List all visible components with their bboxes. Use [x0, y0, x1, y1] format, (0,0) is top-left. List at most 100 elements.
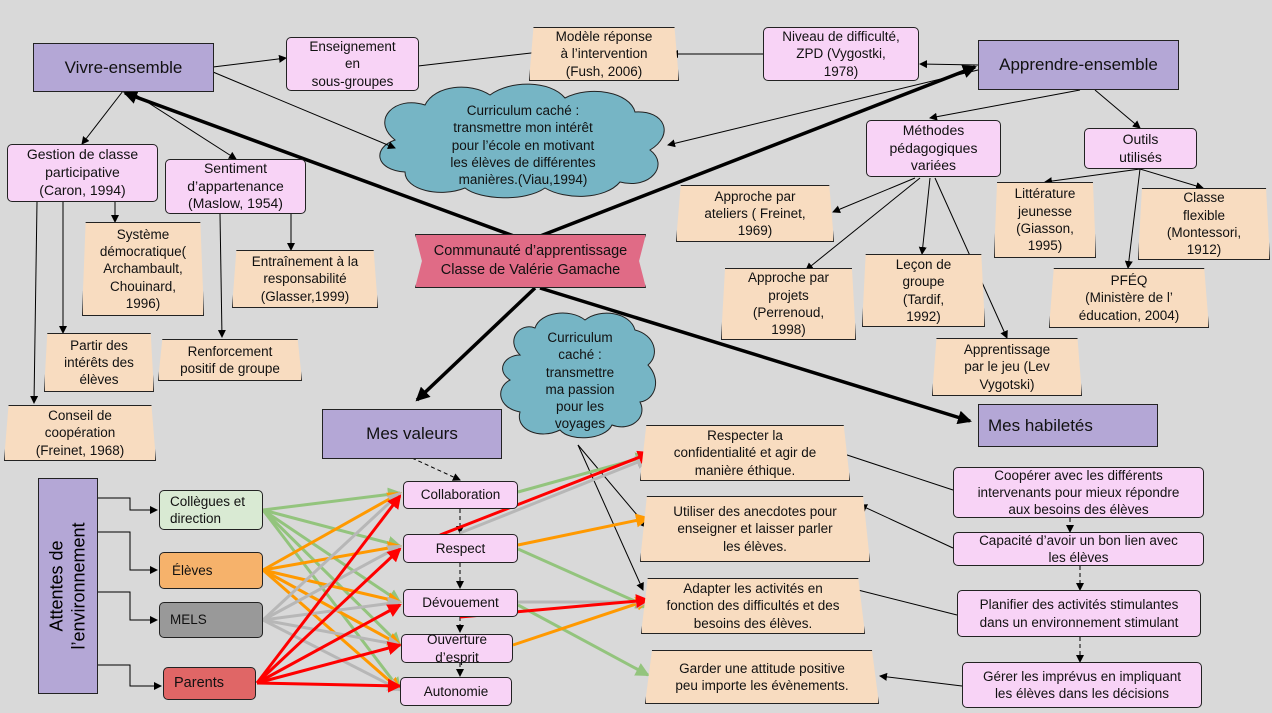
red-edge-6 [439, 450, 652, 537]
edge-methodes-projets [805, 177, 921, 271]
action-respecter: Respecter la confidentialité et agir de … [640, 425, 850, 481]
edge-vivre-curriculum1 [212, 71, 396, 149]
node-apprentissage-jeu: Apprentissage par le jeu (Lev Vygotski) [932, 338, 1082, 396]
value-ouverture: Ouverture d’esprit [401, 632, 513, 665]
cloud-shape-2 [500, 312, 657, 439]
node-approche-projets: Approche par projets (Perrenoud, 1998) [721, 268, 856, 340]
edge-central-vivre [123, 90, 531, 244]
node-sentiment-appartenance: Sentiment d’appartenance (Maslow, 1954) [165, 159, 306, 214]
skill-gerer: Gérer les imprévus en impliquant les élè… [962, 662, 1202, 708]
green-edge-5 [261, 509, 402, 692]
node-gestion-classe: Gestion de classe participative (Caron, … [7, 144, 158, 202]
edge-sentiment-renforcement [217, 213, 226, 338]
skill-capacite: Capacité d’avoir un bon lien avec les él… [953, 532, 1204, 566]
grey-edge-5 [262, 618, 402, 692]
node-communaute-apprentissage: Communauté d’apprentissage Classe de Val… [415, 234, 646, 288]
attentes-label: Attentes de l’environnement [46, 522, 88, 650]
red-edge-4 [256, 641, 402, 685]
node-modele-reponse: Modèle réponse à l’intervention (Fush, 2… [529, 27, 679, 81]
edge-methodes-ateliers [832, 177, 916, 214]
red-edge-1 [255, 494, 402, 684]
node-approche-ateliers: Approche par ateliers ( Freinet, 1969) [676, 185, 834, 242]
edge-apprendre-niveau [919, 60, 979, 69]
edge-vivre-gestion [81, 90, 124, 145]
red-edge-2 [255, 547, 402, 685]
grey-edge-4 [262, 618, 402, 650]
edge-methodes-lecon [918, 177, 931, 255]
edge-outils-classe [1139, 168, 1204, 190]
action-anecdotes: Utiliser des anecdotes pour enseigner et… [640, 496, 870, 562]
node-outils-utilises: Outils utilisés [1084, 128, 1197, 169]
edge-outils-litterature [1044, 168, 1141, 186]
node-mels: MELS [159, 602, 263, 638]
green-edge-7 [517, 547, 650, 609]
edge-capacite-anecdotes [859, 504, 954, 549]
orange-edge-5 [262, 568, 402, 692]
edge-habiletes-respecter [837, 450, 954, 491]
node-apprendre-ensemble: Apprendre-ensemble [978, 40, 1179, 90]
orange-edge-6 [517, 513, 650, 547]
edge-apprendre-methodes [929, 89, 1081, 121]
edge-attentes-parents [98, 664, 162, 690]
node-pfeq: PFÉQ (Ministère de l’ éducation, 2004) [1049, 268, 1209, 328]
node-eleves: Élèves [159, 552, 263, 589]
skill-planifier: Planifier des activités stimulantes dans… [957, 590, 1201, 637]
node-vivre-ensemble: Vivre-ensemble [33, 43, 214, 92]
green-edge-2 [262, 508, 402, 550]
edge-attentes-mels [98, 591, 158, 624]
skill-cooperer: Coopérer avec les différents intervenant… [953, 467, 1204, 518]
edge-central-valeurs [415, 286, 537, 402]
orange-edge-1 [262, 491, 402, 572]
grey-edge-3 [262, 596, 402, 622]
edge-central-apprendre [529, 64, 977, 242]
edge-outils-pfeq [1124, 168, 1141, 269]
node-conseil-cooperation: Conseil de coopération (Freinet, 1968) [4, 405, 156, 461]
node-entrainement-responsabilite: Entraînement à la responsabilité (Glasse… [232, 250, 378, 308]
edge-attentes-eleves [98, 531, 158, 574]
curriculum-cache-2: Curriculum caché : transmettre ma passio… [545, 330, 615, 432]
node-attentes-environnement: Attentes de l’environnement [38, 478, 98, 694]
orange-edge-4 [262, 568, 402, 647]
value-autonomie: Autonomie [400, 677, 512, 706]
green-edge-4 [261, 508, 402, 647]
value-devouement: Dévouement [403, 589, 518, 617]
node-collegues-direction: Collègues et direction [159, 490, 263, 530]
node-classe-flexible: Classe flexible (Montessori, 1912) [1138, 188, 1270, 260]
node-litterature-jeunesse: Littérature jeunesse (Giasson, 1995) [994, 182, 1096, 258]
edge-enseignement-modele [417, 48, 541, 67]
node-renforcement-positif: Renforcement positif de groupe [158, 339, 302, 381]
cloud-shape-1 [379, 83, 665, 199]
node-mes-habiletes: Mes habiletés [978, 404, 1158, 447]
node-systeme-democratique: Système démocratique( Archambault, Choui… [82, 222, 204, 316]
edge-gestion-conseil [30, 201, 39, 404]
node-enseignement-sous-groupes: Enseignement en sous-groupes [286, 37, 419, 91]
edge-gerer-garder [879, 672, 963, 687]
orange-edge-7 [512, 597, 650, 647]
node-parents: Parents [163, 667, 256, 700]
red-edge-5 [256, 678, 402, 693]
edge-apprendre-outils [1094, 89, 1141, 129]
value-respect: Respect [403, 534, 518, 563]
green-edge-1 [262, 487, 402, 512]
action-garder: Garder une attitude positive peu importe… [645, 650, 879, 704]
curriculum-cache-1: Curriculum caché : transmettre mon intér… [450, 103, 596, 188]
edge-attentes-collegues [98, 497, 158, 514]
edge-central-habiletes [539, 286, 972, 425]
grey-edge-1 [261, 491, 402, 622]
node-mes-valeurs: Mes valeurs [322, 409, 502, 459]
edge-planifier-adapter [849, 585, 958, 616]
edge-apprendre-curriculum1 [667, 69, 979, 148]
edge-valeurs-collaboration [411, 457, 461, 481]
node-niveau-difficulte: Niveau de difficulté, ZPD (Vygostki, 197… [763, 27, 919, 81]
node-partir-interets: Partir des intérêts des élèves [44, 333, 154, 392]
red-edge-3 [256, 603, 402, 685]
grey-edge-6 [459, 455, 650, 535]
grey-edge-2 [262, 544, 402, 622]
edge-curriculum2-adapter [577, 444, 644, 591]
green-edge-8 [517, 603, 650, 677]
node-lecon-groupe: Leçon de groupe (Tardif, 1992) [862, 254, 985, 327]
value-collaboration: Collaboration [403, 481, 518, 509]
edge-vivre-enseignement [212, 54, 287, 68]
node-methodes-pedagogiques: Méthodes pédagogiques variées [866, 120, 1001, 177]
